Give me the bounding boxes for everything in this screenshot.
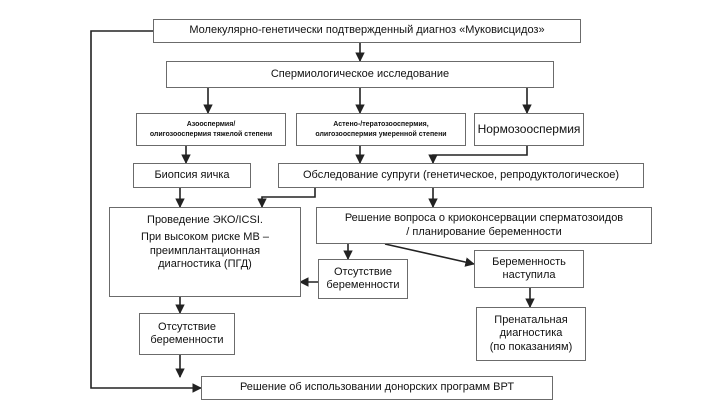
node-diagnosis: Молекулярно-генетически подтвержденный д…	[153, 19, 581, 43]
node-no-pregnancy-left-line2: беременности	[150, 334, 224, 346]
node-prenatal-line1: Пренатальная	[494, 313, 568, 326]
node-donor: Решение об использовании донорских прогр…	[201, 376, 553, 400]
node-normo-text: Нормозооспермия	[477, 122, 581, 137]
node-spermatology-text: Спермиологическое исследование	[270, 67, 450, 80]
node-spouse-exam: Обследование супруги (генетическое, репр…	[278, 163, 644, 188]
node-no-pregnancy-left-line1: Отсутствие	[157, 320, 217, 333]
node-spouse-exam-text: Обследование супруги (генетическое, репр…	[303, 168, 619, 181]
node-normo: Нормозооспермия	[474, 113, 584, 146]
node-no-pregnancy-left: Отсутствие беременности	[139, 313, 235, 355]
node-ivf: Проведение ЭКО/ICSI. При высоком риске М…	[109, 207, 301, 297]
node-no-pregnancy-mid-line2: беременности	[326, 279, 400, 291]
node-biopsy-text: Биопсия яичка	[154, 168, 230, 181]
node-pregnancy-occurred-line1: Беременность	[492, 255, 566, 268]
node-prenatal-line2: диагностика	[499, 327, 563, 340]
node-donor-text: Решение об использовании донорских прогр…	[239, 381, 515, 394]
node-azoospermia-line1: Азооспермия/	[186, 121, 236, 129]
node-ivf-line4: диагностика (ПГД)	[158, 258, 252, 271]
node-pregnancy-occurred: Беременность наступила	[474, 250, 584, 288]
node-prenatal: Пренатальная диагностика (по показаниям)	[476, 307, 586, 361]
arrow-cryo-preg	[384, 243, 475, 267]
node-biopsy: Биопсия яичка	[133, 163, 251, 188]
node-astheno-line1: Астено-/тератозооспермия,	[333, 121, 429, 129]
node-diagnosis-text: Молекулярно-генетически подтвержденный д…	[189, 24, 545, 37]
node-azoospermia-line2: олигозооспермия тяжелой степени	[149, 130, 273, 138]
node-ivf-line2: При высоком риске МВ –	[141, 231, 269, 244]
node-astheno: Астено-/тератозооспермия, олигозоосперми…	[296, 113, 466, 146]
node-cryo: Решение вопроса о криоконсервации сперма…	[316, 207, 652, 244]
arrow-diagnosis-donor-loop	[90, 30, 202, 393]
node-ivf-line1: Проведение ЭКО/ICSI.	[147, 214, 263, 226]
node-astheno-line2: олигозооспермия умеренной степени	[315, 130, 447, 138]
node-spermatology: Спермиологическое исследование	[166, 61, 554, 88]
node-cryo-line1: Решение вопроса о криоконсервации сперма…	[344, 212, 624, 225]
node-no-pregnancy-mid-line1: Отсутствие	[333, 265, 393, 278]
node-prenatal-line3: (по показаниям)	[489, 340, 573, 353]
node-azoospermia: Азооспермия/ олигозооспермия тяжелой сте…	[136, 113, 286, 146]
arrow-spouse-ivf	[257, 188, 316, 208]
node-cryo-line2: / планирование беременности	[406, 225, 562, 238]
node-ivf-line3: преимплантационная	[149, 244, 261, 257]
node-no-pregnancy-mid: Отсутствие беременности	[318, 259, 408, 299]
arrow-normo-spouse	[428, 146, 528, 164]
node-pregnancy-occurred-line2: наступила	[502, 269, 556, 281]
